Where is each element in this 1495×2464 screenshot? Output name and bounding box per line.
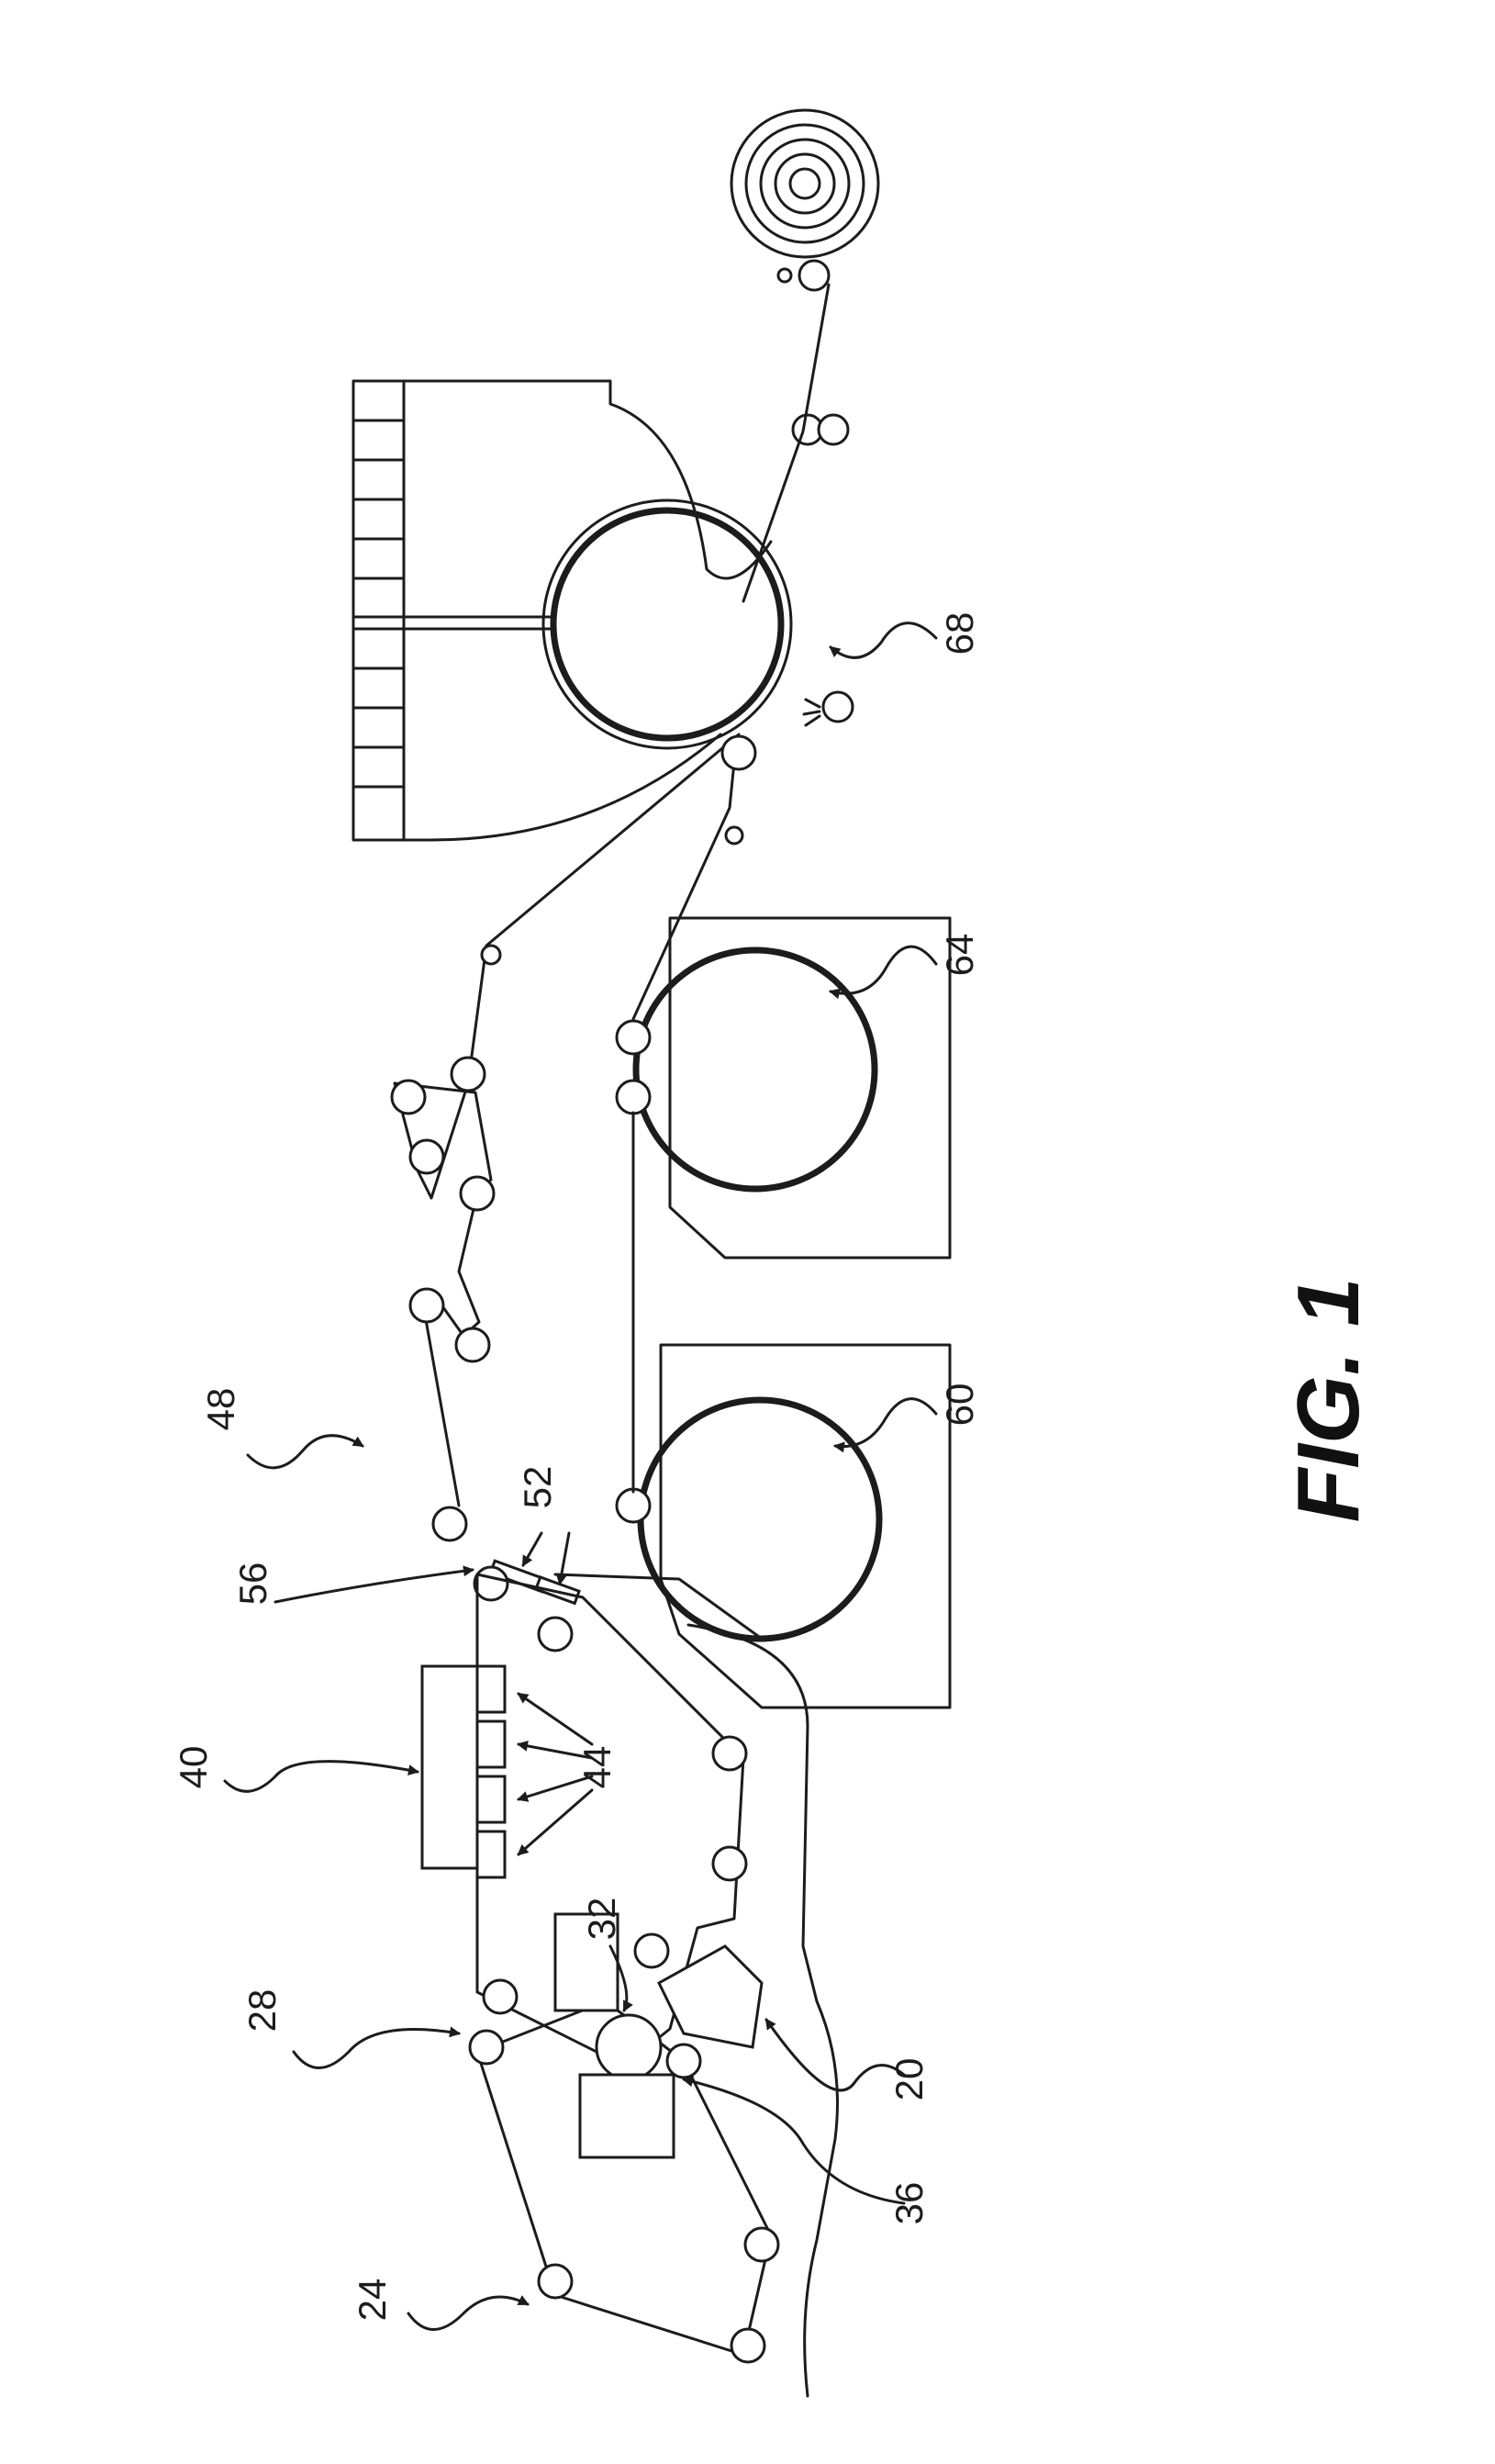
leader-52a [523,1533,541,1565]
reel-drum [799,261,829,290]
leader-44a [519,1694,592,1744]
label-48: 48 [199,1388,242,1431]
dryer-2-roll [617,1021,650,1054]
reel-guide-roll [778,269,791,282]
vacuum-slot [477,1721,505,1767]
leader-24 [408,2297,528,2330]
forming-section [470,1625,838,2396]
label-24: 24 [351,2279,394,2322]
transfer-fabric-roll [635,1934,668,1967]
label-32: 32 [580,1898,623,1941]
headbox-nozzle [659,1946,762,2047]
parent-reel [731,110,878,257]
leader-56 [275,1570,473,1602]
leader-40 [225,1762,418,1792]
label-52: 52 [516,1466,559,1509]
calender-roll [819,415,848,444]
dryer-1-roll [617,1489,650,1522]
transfer-roll [539,1618,572,1651]
forming-fabric-roll [745,2228,778,2261]
press-fabric-loop [392,734,755,1540]
label-44: 44 [575,1746,619,1789]
creping-roll [823,692,853,722]
transfer-fabric-roll [484,1980,517,2013]
leader-28 [294,2030,459,2068]
vacuum-slot [477,1666,505,1712]
label-60: 60 [938,1383,981,1427]
label-64: 64 [938,934,981,977]
vacuum-box [422,1666,477,1868]
press-fabric-roll [433,1507,466,1540]
label-68: 68 [938,612,981,655]
transfer-roll [474,1567,508,1600]
yankee-dryer-section [353,110,878,840]
forming-fabric-roll [539,2265,572,2298]
leader-36 [684,2079,904,2203]
press-fabric-roll [456,1328,489,1361]
vacuum-box-assembly [422,1666,505,1877]
press-fabric-roll [482,946,500,964]
press-fabric-roll [410,1289,443,1322]
leader-44d [519,1790,592,1854]
forming-roll [597,2015,661,2079]
press-fabric-roll [461,1177,494,1210]
leader-48 [248,1436,363,1468]
press-fabric-roll [722,736,755,769]
transfer-fabric-roll [713,1847,746,1880]
forming-fabric-roll [470,2031,503,2064]
press-fabric-roll [726,827,742,844]
press-fabric-roll [410,1140,443,1173]
press-fabric-roll [452,1058,485,1091]
headbox [580,2075,674,2157]
transfer-shoe [536,1577,579,1604]
vacuum-slot [477,1831,505,1877]
label-40: 40 [172,1746,215,1789]
forming-fabric-roll [667,2044,700,2078]
dryer-2-roll [617,1081,650,1114]
label-36: 36 [887,2182,931,2225]
label-28: 28 [240,1989,284,2033]
yankee-dryer-drum [553,510,781,738]
transfer-fabric-roll [713,1737,746,1770]
vacuum-slot [477,1776,505,1822]
leader-68 [831,623,936,658]
press-fabric-roll [392,1081,425,1114]
leader-64 [831,946,936,993]
yankee-hood-outline [353,381,771,840]
label-56: 56 [231,1562,274,1606]
creping-spray-lines [804,700,820,725]
yankee-dryer-felt [543,500,791,748]
forming-fabric-roll [731,2329,764,2362]
through-air-dryer-2 [617,918,950,1258]
hood-vent-grid [353,420,404,787]
figure-caption: FIG. 1 [1279,1278,1378,1523]
dryer-fabric-run [555,1113,762,1639]
label-20: 20 [887,2058,931,2101]
